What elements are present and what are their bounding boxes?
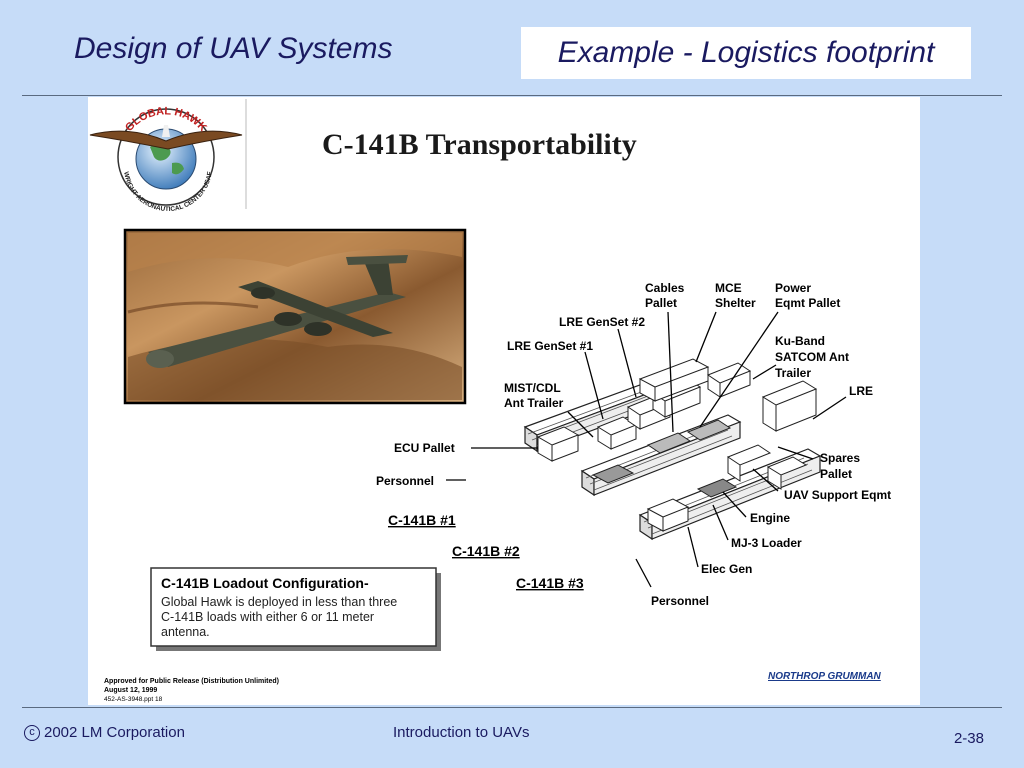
label-ecu-pallet: ECU Pallet bbox=[394, 441, 455, 455]
footer-page-number: 2-38 bbox=[953, 730, 984, 747]
label-mj3-loader: MJ-3 Loader bbox=[731, 536, 802, 550]
footer-copyright: c 2002 LM Corporation bbox=[24, 724, 185, 741]
label-mce-shelter-1: MCE bbox=[715, 281, 742, 295]
label-kuband-2: SATCOM Ant bbox=[775, 350, 849, 364]
label-lre: LRE bbox=[849, 384, 873, 398]
label-lre-genset-2: LRE GenSet #2 bbox=[559, 315, 645, 329]
figure-panel: GLOBAL HAWK WRIGHT AERONAUTICAL CENTER U… bbox=[88, 97, 920, 705]
global-hawk-logo: GLOBAL HAWK WRIGHT AERONAUTICAL CENTER U… bbox=[89, 105, 243, 213]
label-personnel-bottom: Personnel bbox=[651, 594, 709, 608]
label-kuband-1: Ku-Band bbox=[775, 334, 825, 348]
label-c141-1: C-141B #1 bbox=[388, 512, 456, 528]
label-cables-pallet-1: Cables bbox=[645, 281, 685, 295]
c141-aircraft-photo bbox=[123, 228, 467, 405]
equipment-drawings bbox=[536, 358, 818, 532]
label-elec-gen: Elec Gen bbox=[701, 562, 752, 576]
logistics-figure: GLOBAL HAWK WRIGHT AERONAUTICAL CENTER U… bbox=[89, 99, 891, 703]
release-line-3: 452-AS-3948.ppt 18 bbox=[104, 696, 163, 703]
figure-heading: C-141B Transportability bbox=[322, 128, 637, 161]
bottom-divider bbox=[22, 707, 1002, 708]
loadout-note: C-141B Loadout Configuration- Global Haw… bbox=[150, 567, 441, 651]
label-engine: Engine bbox=[750, 511, 790, 525]
label-power-pallet-2: Eqmt Pallet bbox=[775, 296, 840, 310]
slide-title: Design of UAV Systems bbox=[74, 32, 393, 65]
label-mist-cdl-1: MIST/CDL bbox=[504, 381, 561, 395]
northrop-grumman-logo: NORTHROP GRUMMAN bbox=[768, 671, 882, 682]
label-spares-1: Spares bbox=[820, 451, 860, 465]
label-kuband-3: Trailer bbox=[775, 366, 811, 380]
footer-copyright-text: 2002 LM Corporation bbox=[44, 724, 185, 741]
note-line-2: C-141B loads with either 6 or 11 meter bbox=[161, 610, 374, 624]
top-divider bbox=[22, 95, 1002, 96]
label-power-pallet-1: Power bbox=[775, 281, 811, 295]
label-mce-shelter-2: Shelter bbox=[715, 296, 756, 310]
leader-lines bbox=[446, 311, 847, 588]
footer-course: Introduction to UAVs bbox=[393, 724, 530, 741]
label-c141-3: C-141B #3 bbox=[516, 575, 584, 591]
release-line-2: August 12, 1999 bbox=[104, 687, 157, 694]
release-line-1: Approved for Public Release (Distributio… bbox=[104, 678, 279, 685]
slide-subtitle-box: Example - Logistics footprint bbox=[521, 27, 971, 79]
copyright-icon: c bbox=[24, 724, 40, 741]
slide-subtitle: Example - Logistics footprint bbox=[557, 36, 935, 69]
label-c141-2: C-141B #2 bbox=[452, 543, 520, 559]
note-line-3: antenna. bbox=[161, 625, 210, 639]
label-cables-pallet-2: Pallet bbox=[645, 296, 677, 310]
label-uav-support: UAV Support Eqmt bbox=[784, 488, 891, 502]
note-line-1: Global Hawk is deployed in less than thr… bbox=[161, 595, 397, 609]
label-spares-2: Pallet bbox=[820, 467, 852, 481]
note-title: C-141B Loadout Configuration- bbox=[161, 575, 369, 591]
label-lre-genset-1: LRE GenSet #1 bbox=[507, 339, 593, 353]
label-personnel-top: Personnel bbox=[376, 474, 434, 488]
label-mist-cdl-2: Ant Trailer bbox=[504, 396, 564, 410]
